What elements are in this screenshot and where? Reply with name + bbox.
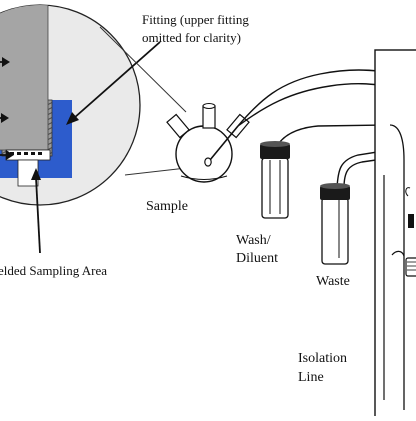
isolation-label-line2: Line: [298, 370, 324, 385]
isolation-label-line1: Isolation: [298, 351, 347, 366]
probe-shaft: [0, 5, 49, 151]
flask-probe-tip: [204, 157, 212, 167]
wash-vial-body: [261, 157, 289, 219]
valve-body: [405, 257, 416, 277]
magnified-callout: [0, 4, 141, 254]
waste-vial: [320, 183, 350, 265]
waste-tube-inner: [343, 157, 391, 189]
fitting-pointer: [73, 41, 161, 119]
flask-left-neck: [166, 113, 190, 139]
waste-label: Waste: [316, 274, 350, 289]
partial-glyph-bold: [408, 214, 414, 228]
sample-tube-top: [237, 69, 391, 127]
housing-loop: [391, 250, 405, 257]
waste-vial-body: [321, 197, 349, 265]
isolation-line-tube: [389, 124, 405, 410]
probe-arrow-head-icon: [2, 57, 10, 67]
flask-center-neck-rim: [202, 103, 216, 109]
callout-leader-upper: [99, 26, 187, 113]
wash-vial: [260, 141, 290, 219]
thread-arrow-head-icon: [1, 113, 9, 123]
sample-label: Sample: [146, 199, 188, 214]
waste-vial-cap-top: [320, 183, 350, 189]
fitting-label-line1: Fitting (upper fitting: [142, 12, 249, 27]
sampling-area-label: elded Sampling Area: [0, 263, 107, 278]
housing-outline: [374, 49, 416, 421]
waste-vial-cap: [320, 186, 350, 200]
partial-glyph-top: [405, 187, 411, 197]
instrument-housing: [374, 49, 416, 421]
sampling-area-arrow-head-icon: [31, 168, 41, 180]
sample-flask: [166, 103, 250, 183]
fitting-label-line2: omitted for clarity): [142, 30, 241, 45]
flask-liquid-line: [180, 175, 228, 180]
waste-tube-outer: [336, 149, 391, 189]
flask-probe: [209, 125, 239, 161]
wash-tube: [275, 124, 391, 149]
wash-label-line2: Diluent: [236, 251, 278, 266]
window-arrow-head-icon: [6, 150, 14, 160]
sample-tube-bottom: [237, 83, 391, 127]
fitting-arrow-head-icon: [66, 112, 79, 125]
wash-vial-cap-top: [260, 141, 290, 147]
sampling-elements: [10, 152, 42, 155]
wash-label-line1: Wash/: [236, 233, 271, 248]
tubing: [237, 69, 391, 189]
sampling-area-pointer: [35, 177, 41, 254]
wash-vial-cap: [260, 144, 290, 159]
valve-grip: [407, 261, 416, 271]
flask-center-neck: [202, 105, 216, 129]
